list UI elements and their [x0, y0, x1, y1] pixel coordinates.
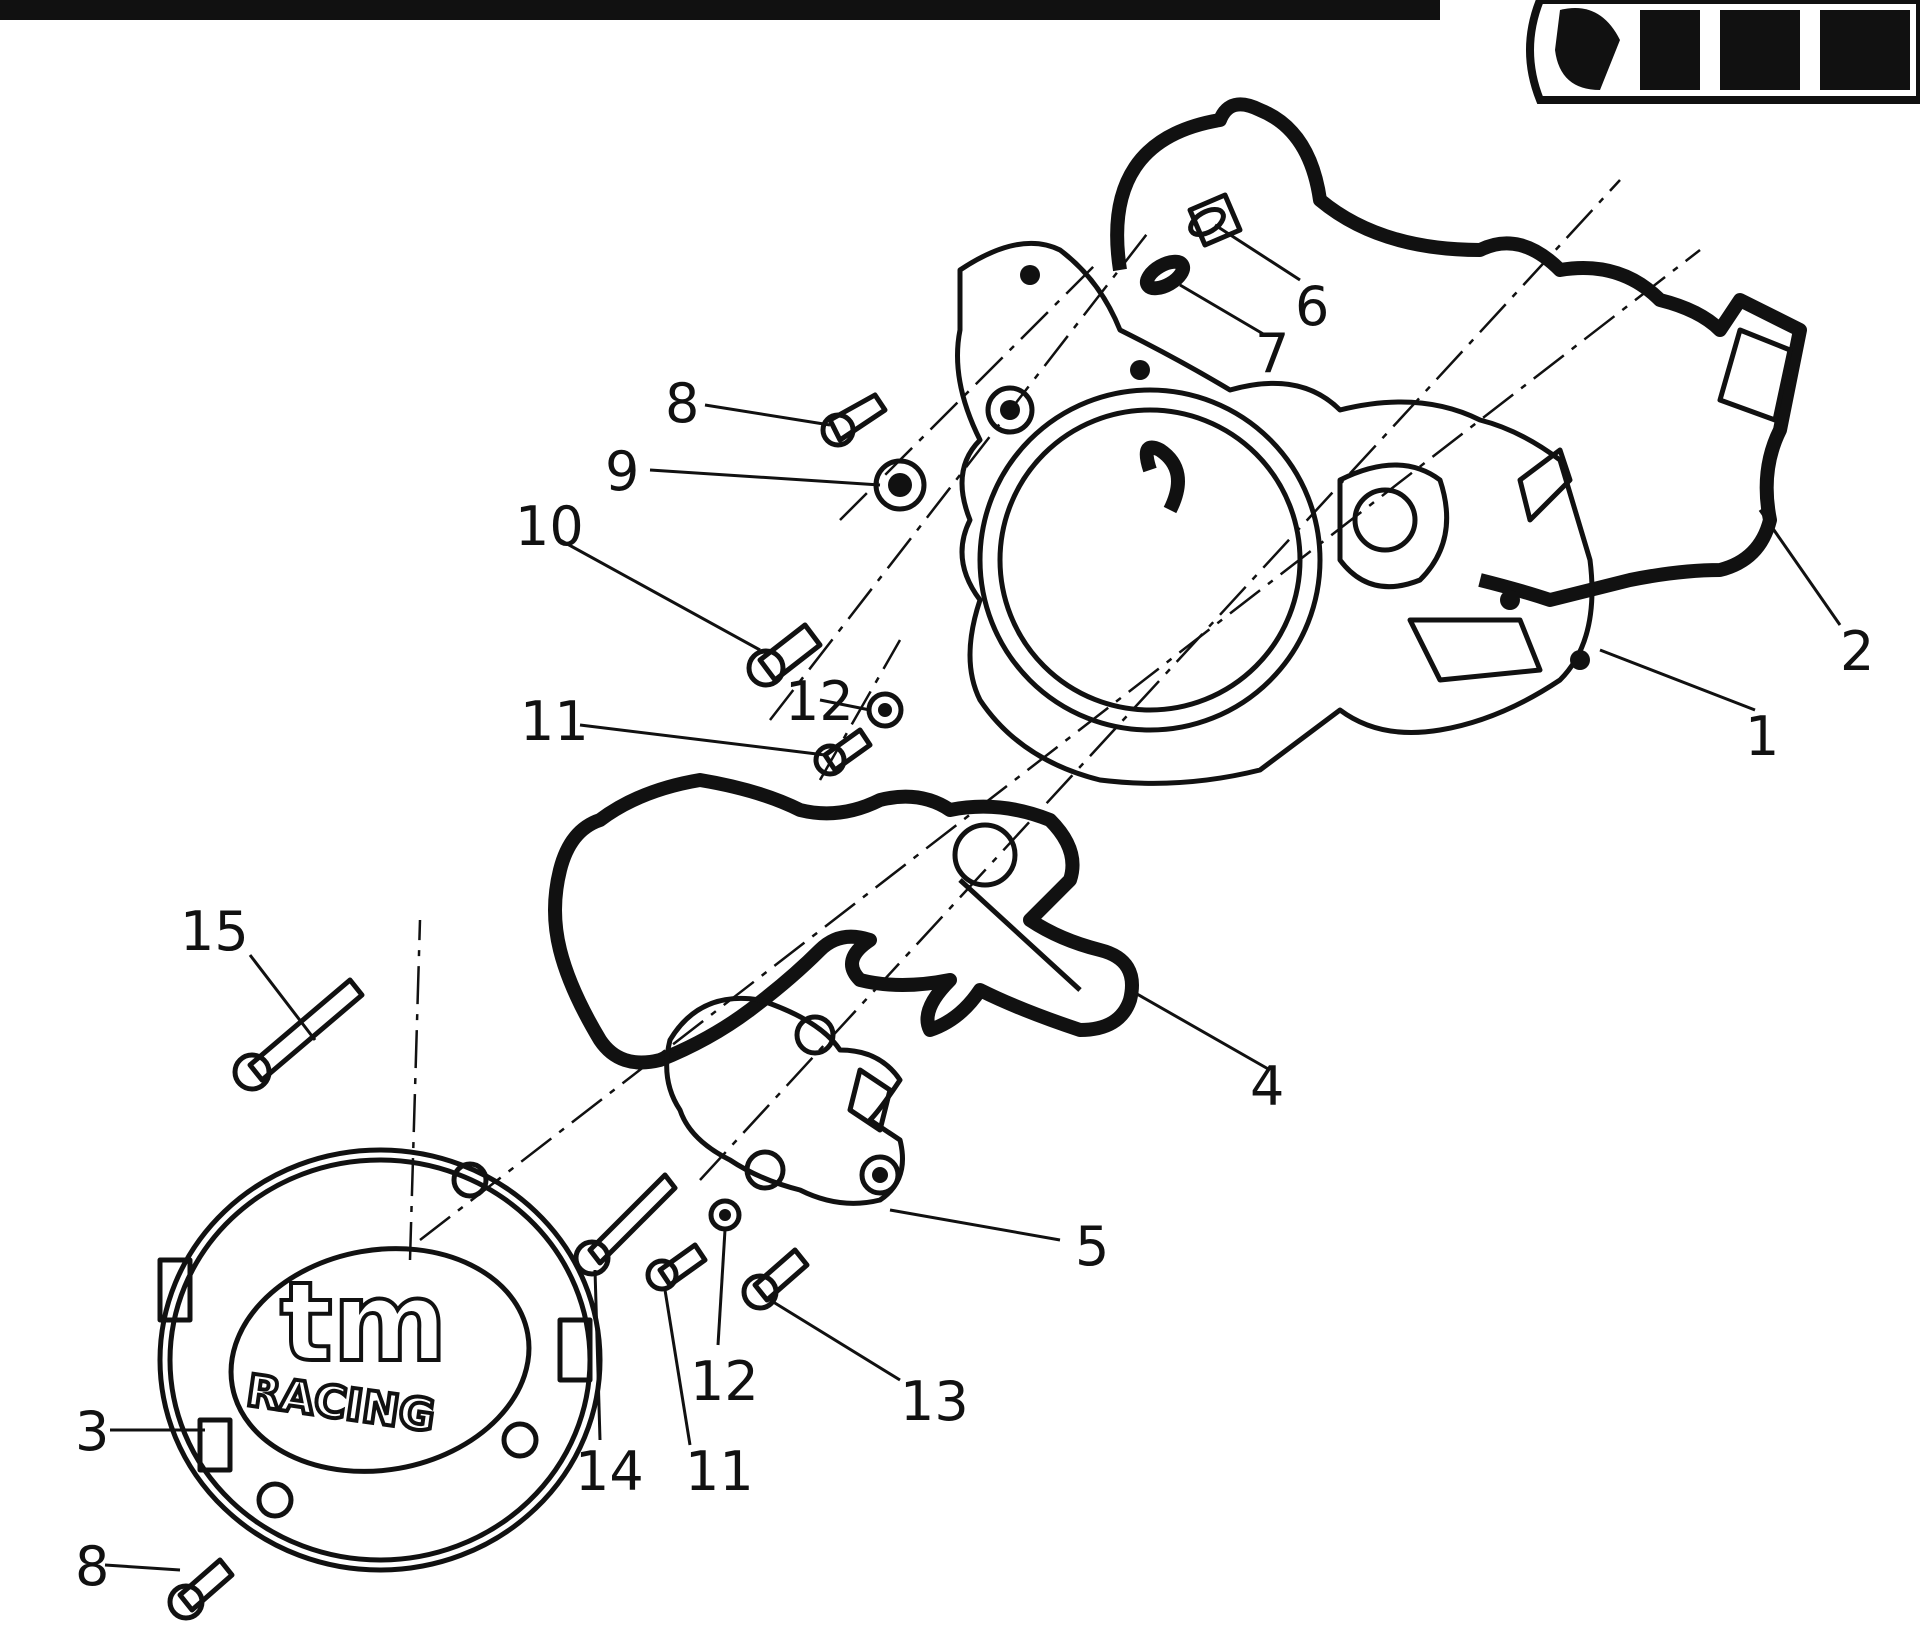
stud-part-14: [573, 1172, 678, 1277]
callout-15: 15: [180, 900, 249, 963]
bolt-part-11-lower: [645, 1242, 708, 1292]
bolt-part-13: [741, 1247, 810, 1311]
callout-1: 1: [1745, 705, 1779, 768]
washer-part-7: [1139, 254, 1191, 296]
assembly-axis-lines: [408, 179, 1701, 1261]
ignition-cover: tm RACING: [157, 1147, 603, 1573]
gasket-lower: [548, 773, 1139, 1070]
callout-2: 2: [1840, 620, 1874, 683]
water-pump-cover: [664, 995, 905, 1206]
washer-part-12-upper: [866, 691, 904, 729]
callout-12-lower: 12: [690, 1350, 759, 1413]
bolt-part-10: [746, 622, 823, 688]
callout-12-upper: 12: [785, 670, 854, 733]
callout-6: 6: [1295, 275, 1329, 338]
callout-9: 9: [605, 440, 639, 503]
crankcase-cover: [955, 240, 1595, 786]
header-bar: [0, 0, 1440, 20]
callout-14: 14: [575, 1440, 644, 1503]
plug-part-6: [1187, 192, 1243, 248]
logo-brand: tm: [280, 1258, 447, 1386]
callout-5: 5: [1075, 1215, 1109, 1278]
nut-part-9: [873, 458, 927, 512]
bolt-part-8-lower: [167, 1557, 235, 1621]
bolt-part-11-upper: [813, 727, 873, 777]
stud-part-15: [232, 977, 365, 1092]
leader-lines: [104, 223, 1842, 1572]
callout-3: 3: [75, 1400, 109, 1463]
callout-8-upper: 8: [665, 372, 699, 435]
callout-13: 13: [900, 1370, 969, 1433]
callout-4: 4: [1250, 1055, 1284, 1118]
gasket-upper: [1110, 97, 1807, 607]
callout-11-upper: 11: [520, 690, 589, 753]
washer-part-12-lower: [708, 1198, 742, 1232]
corner-logo-fragment: [1526, 0, 1920, 104]
bolt-part-8-upper: [820, 392, 888, 448]
callout-8-lower: 8: [75, 1535, 109, 1598]
callout-7: 7: [1255, 322, 1289, 385]
callout-10: 10: [515, 495, 584, 558]
callout-11-lower: 11: [685, 1440, 754, 1503]
